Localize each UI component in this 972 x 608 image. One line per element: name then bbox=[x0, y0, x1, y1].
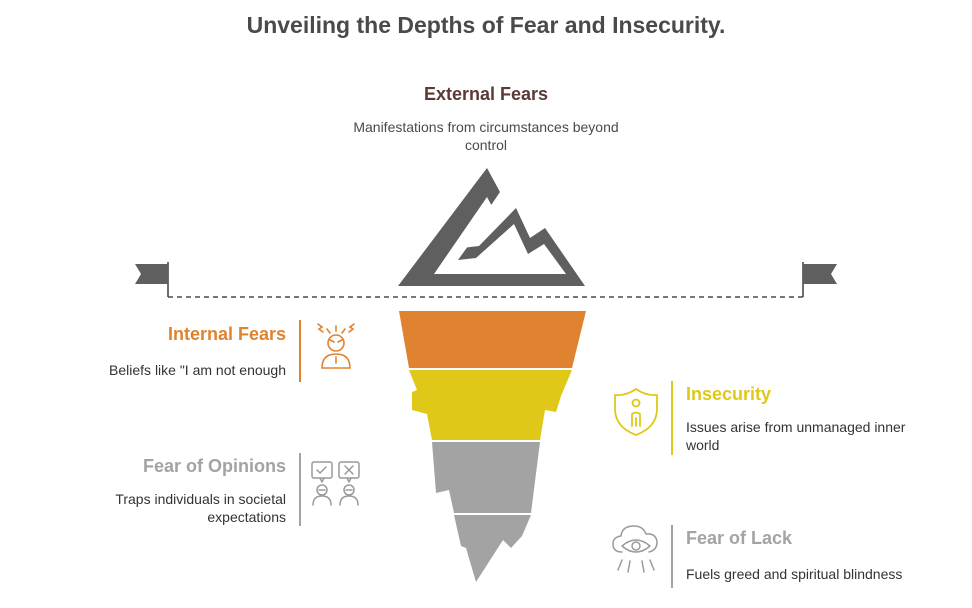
internal-fears-description: Beliefs like "I am not enough bbox=[109, 362, 286, 378]
external-fears-description: Manifestations from circumstances beyond… bbox=[353, 119, 619, 153]
right-flag-icon bbox=[802, 262, 837, 297]
insecurity-description: Issues arise from unmanaged inner world bbox=[686, 419, 906, 453]
insecurity-layer bbox=[409, 370, 572, 440]
fear-of-lack-layer bbox=[454, 515, 531, 582]
mountain-icon bbox=[398, 168, 585, 286]
page-title: Unveiling the Depths of Fear and Insecur… bbox=[246, 12, 726, 38]
stressed-person-icon bbox=[317, 323, 355, 369]
fear-of-opinions-heading: Fear of Opinions bbox=[142, 456, 286, 476]
fear-of-lack-description: Fuels greed and spiritual blindness bbox=[686, 566, 903, 582]
insecurity-heading: Insecurity bbox=[686, 384, 772, 404]
external-fears-heading: External Fears bbox=[423, 84, 549, 104]
internal-fears-layer bbox=[399, 311, 586, 368]
cloud-eye-icon bbox=[612, 525, 658, 573]
judging-people-icon bbox=[311, 461, 360, 506]
internal-fears-heading: Internal Fears bbox=[167, 324, 286, 344]
fear-of-opinions-description: Traps individuals in societal expectatio… bbox=[115, 491, 286, 525]
left-flag-icon bbox=[135, 262, 169, 297]
fear-of-lack-heading: Fear of Lack bbox=[686, 528, 793, 548]
fear-of-opinions-layer bbox=[432, 442, 540, 513]
shield-person-icon bbox=[614, 388, 658, 436]
